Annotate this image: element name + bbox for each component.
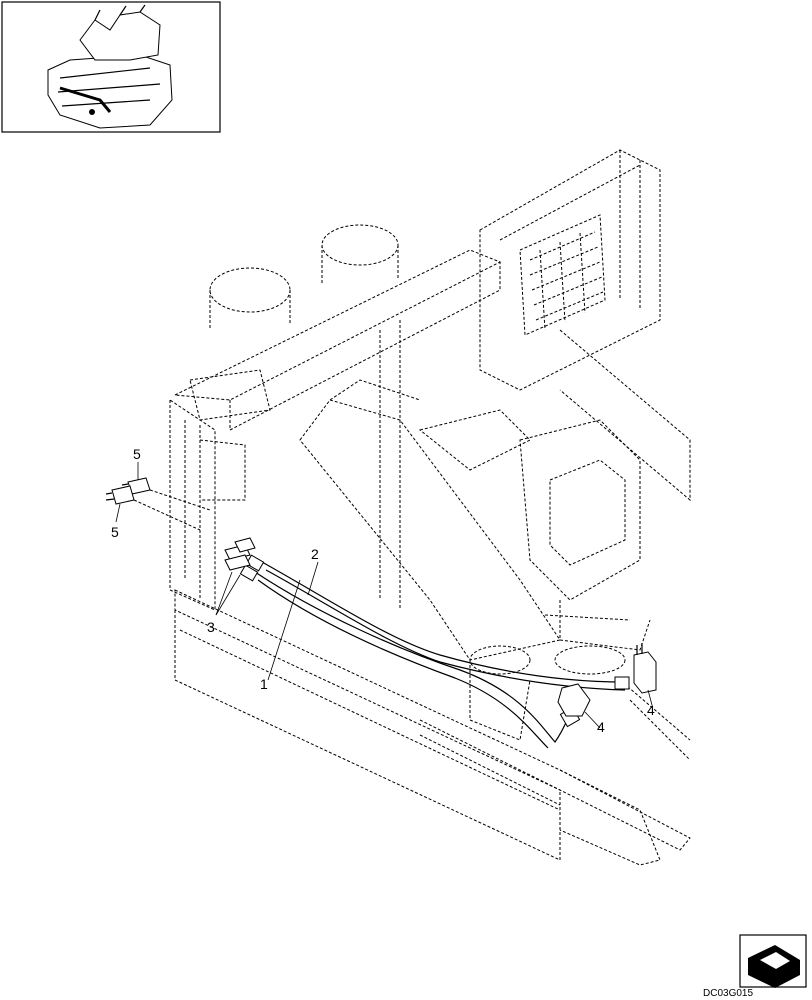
callout-5-upper: 5 (133, 446, 141, 462)
callout-1: 1 (260, 676, 268, 692)
figure-code: DC03G015 (703, 988, 754, 999)
leader-lines (115, 462, 653, 729)
callout-4-lower: 4 (597, 719, 605, 735)
machine-frame (169, 149, 691, 866)
fitting-4-lower (557, 683, 591, 717)
cooler-grille (519, 214, 606, 336)
fitting-3 (224, 537, 256, 571)
fitting-5-lower (105, 485, 135, 505)
machine-overview-thumbnail (47, 4, 173, 129)
callout-2: 2 (311, 546, 319, 562)
callout-3: 3 (207, 619, 215, 635)
hose-assembly (239, 554, 630, 749)
callout-5-lower: 5 (111, 524, 119, 540)
callout-4-upper: 4 (647, 702, 655, 718)
swing-motor-assembly (519, 419, 651, 675)
next-page-arrow-icon[interactable] (739, 934, 807, 988)
thumbnail-inset (1, 1, 221, 133)
fitting-4-upper (633, 643, 657, 694)
